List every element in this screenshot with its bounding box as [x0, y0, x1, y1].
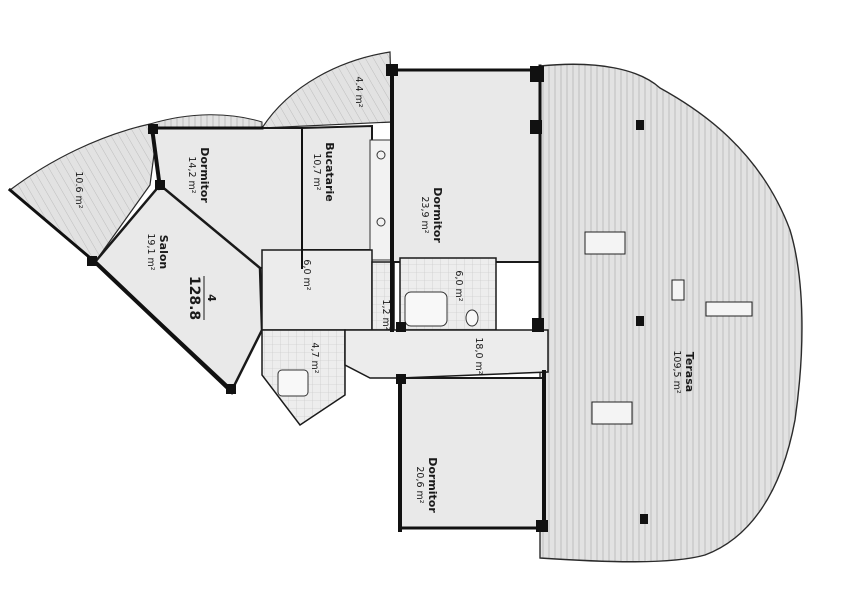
bath-2-area: 4,7 m² [309, 342, 320, 373]
salon-name: Salon [157, 235, 170, 270]
planter-icon [671, 279, 685, 301]
room-hall-main [344, 329, 549, 379]
dormitor-1-name: Dormitor [198, 147, 211, 203]
walls [7, 64, 546, 532]
sink-icon [376, 217, 386, 227]
sunlounger-icon [584, 231, 626, 255]
label-dormitor-2: Dormitor 23,9 m² [419, 187, 444, 243]
balcony-north-floor [260, 51, 393, 129]
toilet-icon [465, 309, 479, 327]
dormitor-3-area: 20,6 m² [414, 466, 425, 503]
bucatarie-name: Bucatarie [323, 142, 336, 202]
stove-icon [376, 150, 386, 160]
terrace-floor [539, 63, 803, 563]
label-terasa: Terasa 109,5 m² [671, 350, 696, 393]
dormitor-2-area: 23,9 m² [419, 196, 430, 233]
label-bucatarie: Bucatarie 10,7 m² [311, 142, 336, 202]
room-hall-small [261, 249, 373, 331]
room-dormitor-2 [391, 69, 541, 263]
terasa-area: 109,5 m² [671, 350, 682, 393]
label-dormitor-1: Dormitor 14,2 m² [186, 147, 211, 203]
shower-icon [277, 369, 309, 397]
balcony-west-area: 10.6 m² [73, 171, 84, 208]
label-salon: Salon 19,1 m² [145, 233, 170, 270]
wc-area: 1,2 m² [380, 299, 391, 330]
unit-badge: 4 128.8 [186, 276, 218, 320]
room-dormitor-3 [399, 377, 545, 529]
hall-main-area: 18,0 m² [473, 337, 484, 374]
label-dormitor-3: Dormitor 20,6 m² [414, 457, 439, 513]
table-icon [705, 301, 753, 317]
dormitor-2-name: Dormitor [431, 187, 444, 243]
unit-number: 4 [205, 294, 218, 302]
bath-1-area: 6,0 m² [453, 270, 464, 301]
bathtub-icon [404, 291, 448, 327]
sunlounger-icon-2 [591, 401, 633, 425]
salon-area: 19,1 m² [145, 233, 156, 270]
kitchen-counter [369, 139, 393, 261]
unit-total-area: 128.8 [186, 276, 202, 320]
bucatarie-area: 10,7 m² [311, 153, 322, 190]
wall-columns [87, 64, 648, 532]
balcony-north-area: 4.4 m² [353, 76, 364, 107]
dormitor-1-area: 14,2 m² [186, 156, 197, 193]
terasa-name: Terasa [683, 352, 696, 392]
dormitor-3-name: Dormitor [426, 457, 439, 513]
balcony-north-floor-2 [149, 114, 263, 129]
hall-small-area: 6,0 m² [301, 259, 312, 290]
terrace-furniture [584, 231, 753, 425]
